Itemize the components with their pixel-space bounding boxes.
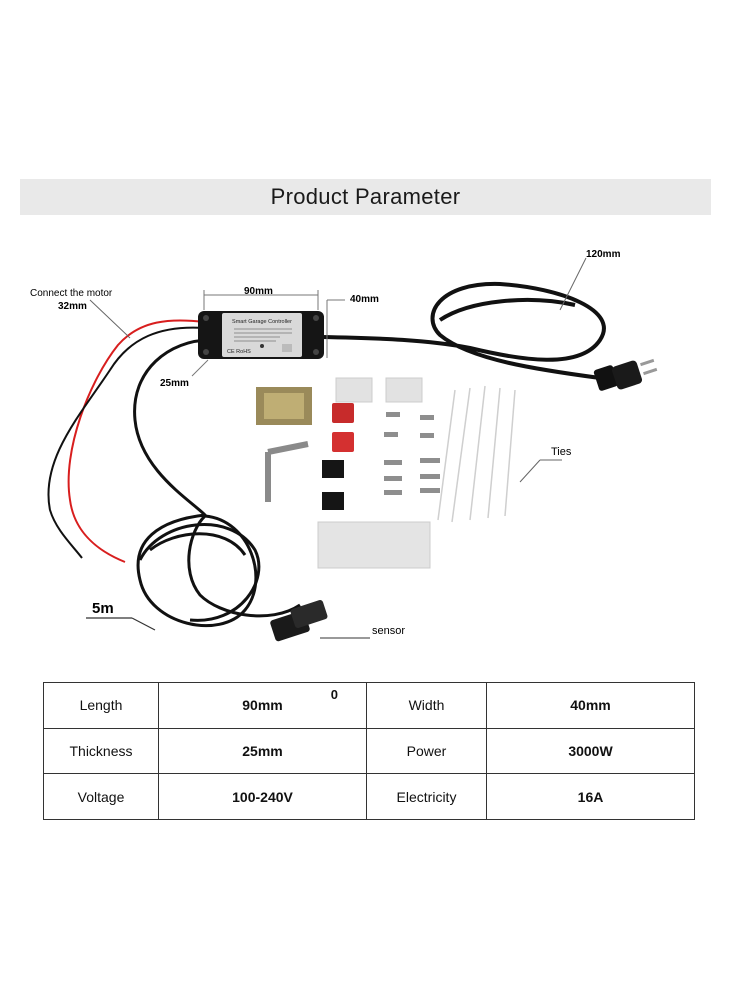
plug-icon — [593, 358, 658, 391]
ties-label: Ties — [551, 446, 572, 458]
device-width-label: 40mm — [350, 294, 379, 305]
param-name: Power — [366, 727, 487, 775]
angle-bracket-icon — [265, 441, 309, 502]
adhesive-pad — [335, 377, 373, 403]
param-name: Thickness — [43, 727, 159, 775]
param-value: 100-240V — [158, 773, 367, 820]
red-button — [332, 403, 354, 423]
device-title: Smart Garage Controller — [232, 319, 292, 325]
connect-motor-label: Connect the motor — [30, 288, 113, 299]
wire-length-label: 32mm — [58, 301, 87, 312]
cord-length-label: 120mm — [586, 249, 621, 260]
black-clip — [322, 460, 344, 478]
table-row: Thickness 25mm Power 3000W — [43, 727, 695, 775]
param-name: Length — [43, 682, 159, 729]
red-button — [332, 432, 354, 452]
param-value: 16A — [486, 773, 695, 820]
adhesive-pad — [317, 521, 431, 569]
table-row: Voltage 100-240V Electricity 16A — [43, 773, 695, 820]
sensor-label: sensor — [372, 625, 405, 637]
screws-icon — [384, 412, 440, 495]
device-height-label: 25mm — [160, 378, 189, 389]
sensor-cable — [133, 338, 301, 627]
cable-ties-icon — [437, 385, 516, 523]
controller-device: Smart Garage Controller CE RoHS — [198, 311, 324, 359]
param-value: 3000W — [486, 727, 695, 775]
bracket-icon — [256, 387, 312, 425]
param-value: 90mm — [242, 697, 283, 714]
stray-mark: 0 — [330, 687, 338, 702]
page-title: Product Parameter — [270, 184, 461, 209]
param-name: Voltage — [43, 773, 159, 820]
device-length-label: 90mm — [244, 286, 273, 297]
product-illustration: Smart Garage Controller CE RoHS Connect … — [30, 249, 658, 642]
sensor-icon — [270, 600, 328, 642]
black-wire — [47, 326, 206, 559]
param-name: Electricity — [366, 773, 487, 820]
param-value-cell: 90mm 0 — [158, 682, 367, 729]
parameter-table: Length 90mm 0 Width 40mm Thickness 25mm … — [43, 682, 695, 820]
red-wire — [67, 319, 206, 563]
param-value: 40mm — [486, 682, 695, 729]
adhesive-pad — [385, 377, 423, 403]
power-cord — [319, 281, 606, 380]
table-row: Length 90mm 0 Width 40mm — [43, 682, 695, 729]
param-name: Width — [366, 682, 487, 729]
ce-mark: CE RoHS — [227, 349, 251, 355]
black-clip — [322, 492, 344, 510]
param-value: 25mm — [158, 727, 367, 775]
title-banner: Product Parameter — [20, 179, 711, 215]
cable-length-label: 5m — [92, 600, 114, 617]
